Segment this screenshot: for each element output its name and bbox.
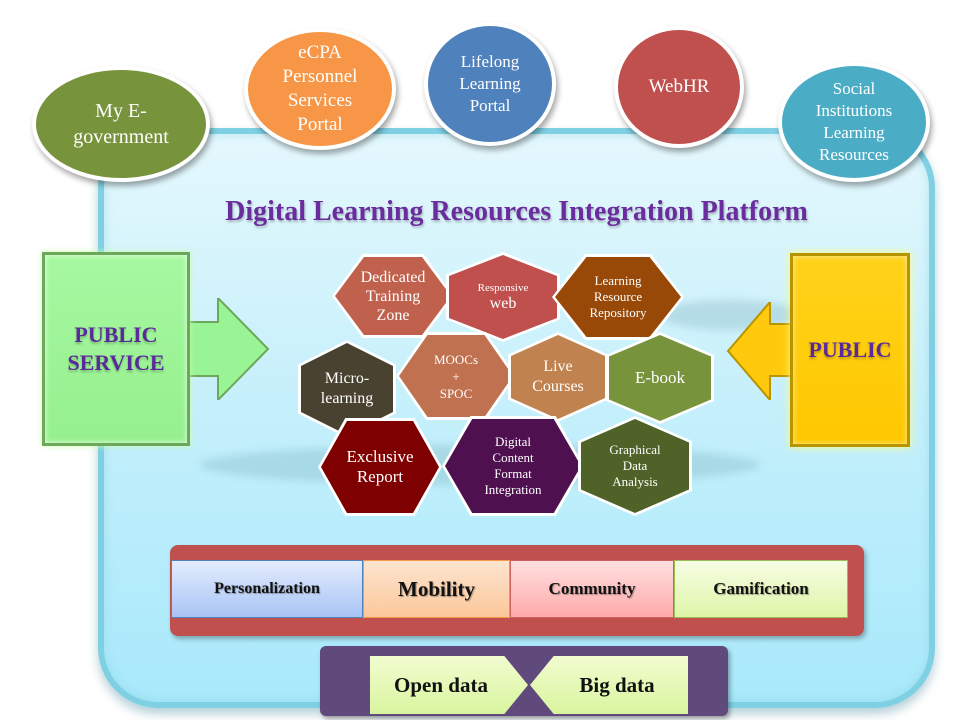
- public-block[interactable]: PUBLIC: [790, 253, 910, 447]
- feature-gamification[interactable]: Gamification: [674, 560, 848, 618]
- left-arrow-icon: [726, 302, 796, 400]
- hex-graphical-data-analysis[interactable]: Graphical Data Analysis: [578, 416, 692, 516]
- hex-e-book[interactable]: E-book: [606, 332, 714, 424]
- portal-webhr[interactable]: WebHR: [614, 26, 744, 148]
- hex-label: Learning Resource Repository: [555, 257, 681, 337]
- portal-social-institutions[interactable]: Social Institutions Learning Resources: [778, 62, 930, 182]
- hex-learning-resource-repository[interactable]: Learning Resource Repository: [552, 254, 684, 340]
- hex-label: Exclusive Report: [321, 421, 439, 513]
- feature-personalization[interactable]: Personalization: [171, 560, 363, 618]
- hex-exclusive-report[interactable]: Exclusive Report: [318, 418, 442, 516]
- hex-label: E-book: [609, 335, 711, 421]
- portal-lifelong-learning[interactable]: Lifelong Learning Portal: [424, 22, 556, 146]
- portal-ecpa-personnel-services[interactable]: eCPA Personnel Services Portal: [244, 28, 396, 150]
- hex-responsive-web[interactable]: Responsive web: [446, 252, 560, 342]
- hex-digital-content-format-integration[interactable]: Digital Content Format Integration: [442, 416, 584, 516]
- right-arrow-icon: [186, 298, 270, 400]
- hex-label: Responsive web: [449, 255, 557, 339]
- portal-my-egovernment[interactable]: My E- government: [32, 66, 210, 182]
- feature-community[interactable]: Community: [510, 560, 674, 618]
- hex-label: Digital Content Format Integration: [445, 419, 581, 513]
- hex-label-main: web: [489, 295, 517, 312]
- feature-mobility[interactable]: Mobility: [363, 560, 510, 618]
- hex-live-courses[interactable]: Live Courses: [508, 332, 608, 422]
- big-data-block[interactable]: Big data: [530, 656, 688, 714]
- platform-title: Digital Learning Resources Integration P…: [225, 196, 808, 227]
- hex-label: Live Courses: [511, 335, 605, 419]
- hex-label-small: Responsive: [477, 282, 529, 294]
- public-service-block[interactable]: PUBLIC SERVICE: [42, 252, 190, 446]
- hex-label: Dedicated Training Zone: [335, 257, 451, 335]
- hex-moocs-spoc[interactable]: MOOCs + SPOC: [396, 332, 516, 420]
- open-data-block[interactable]: Open data: [370, 656, 528, 714]
- hex-dedicated-training-zone[interactable]: Dedicated Training Zone: [332, 254, 454, 338]
